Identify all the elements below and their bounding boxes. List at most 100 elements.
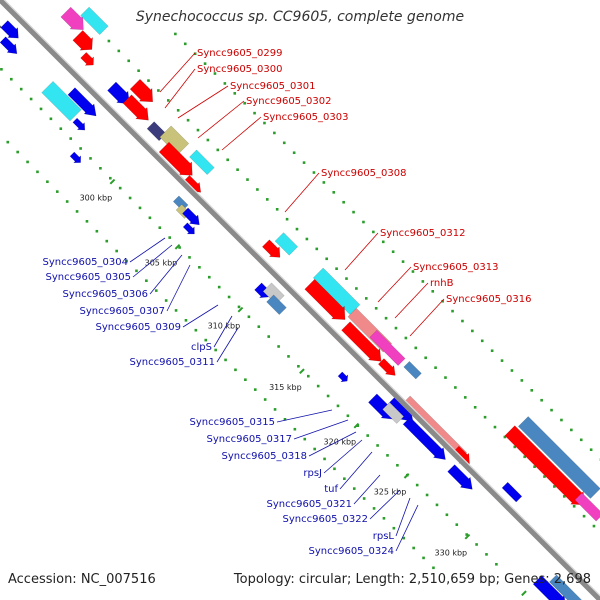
features-layer — [0, 6, 600, 600]
gc-dot — [332, 191, 336, 194]
gene-feature — [41, 80, 82, 122]
gc-dot — [107, 39, 111, 43]
gc-dot — [253, 111, 256, 115]
kbp-tick-label: 320 kbp — [324, 438, 357, 447]
gc-dot — [65, 200, 69, 203]
gc-dot — [263, 121, 266, 125]
gc-dot — [391, 250, 395, 254]
gc-dot — [257, 325, 261, 328]
gc-dot — [510, 369, 514, 372]
kbp-tick-mark — [521, 590, 527, 597]
map-title: Synechococcus sp. CC9605, complete genom… — [135, 9, 465, 25]
gene-label-reverse: rpsJ — [303, 468, 322, 479]
gc-dot — [49, 117, 53, 121]
gc-dot — [434, 366, 437, 369]
leader-line — [149, 254, 183, 295]
gc-dot — [198, 265, 201, 269]
gene-feature — [377, 358, 396, 376]
gc-dot — [214, 348, 217, 352]
gc-dot — [168, 236, 172, 239]
gc-dot — [6, 140, 10, 144]
gene-feature — [402, 416, 446, 460]
leader-line — [377, 266, 412, 303]
gc-dot — [293, 427, 297, 431]
gc-dot — [263, 398, 267, 401]
leader-line — [164, 68, 196, 109]
gc-dot — [322, 181, 326, 184]
gc-dot — [424, 356, 427, 360]
leader-line — [129, 237, 166, 263]
leader-line — [369, 489, 401, 520]
gc-dot — [89, 157, 92, 160]
leader-line — [197, 100, 245, 139]
gc-dot — [415, 483, 419, 487]
gc-dot — [451, 309, 454, 313]
gc-dot — [412, 546, 415, 550]
gc-dot — [117, 49, 121, 53]
gc-dot — [372, 230, 375, 234]
gc-dot — [0, 67, 3, 71]
gc-dot — [533, 465, 536, 468]
gc-dot — [273, 131, 276, 135]
gc-dot — [480, 339, 484, 343]
gc-dot — [465, 533, 468, 536]
gc-dot — [226, 158, 229, 162]
gene-label-forward: Syncc9605_0308 — [321, 168, 407, 179]
gene-feature — [182, 222, 195, 235]
kbp-tick-label: 315 kbp — [269, 383, 302, 392]
gc-dot — [386, 454, 389, 457]
gc-dot — [246, 178, 249, 181]
gc-dot — [206, 138, 210, 142]
gc-dot — [19, 87, 23, 91]
gc-dot — [503, 435, 507, 439]
gc-dot — [342, 200, 345, 204]
gc-dot — [455, 523, 459, 526]
gc-dot — [421, 280, 425, 283]
leader-line — [284, 172, 320, 213]
gc-dot — [336, 404, 340, 408]
gc-dot — [247, 315, 251, 319]
gc-dot — [401, 260, 405, 263]
gc-dot — [29, 97, 33, 101]
leader-line — [339, 451, 373, 490]
gene-feature — [337, 371, 349, 383]
gc-dot — [135, 269, 138, 273]
gc-dot — [432, 566, 435, 570]
gene-label-reverse: Syncc9605_0305 — [46, 272, 132, 283]
gene-feature — [60, 6, 84, 30]
gc-dot — [292, 151, 296, 155]
leader-line — [182, 304, 219, 328]
gene-label-reverse: tuf — [324, 484, 338, 495]
gc-dot — [145, 279, 148, 283]
gc-dot — [475, 543, 478, 546]
gc-dot — [188, 256, 191, 259]
gc-dot — [166, 99, 170, 102]
kbp-tick-mark — [299, 368, 305, 375]
gene-feature — [72, 117, 86, 131]
gene-feature — [403, 360, 422, 380]
gc-dot — [493, 425, 497, 429]
gc-dot — [500, 359, 504, 362]
gc-dot — [95, 229, 99, 233]
leader-line — [177, 85, 229, 119]
gc-dot — [127, 59, 130, 63]
gene-feature — [312, 267, 361, 316]
gc-dot — [303, 437, 307, 441]
gc-dot — [550, 408, 553, 412]
gene-label-reverse: Syncc9605_0322 — [283, 514, 369, 525]
gene-feature — [517, 416, 600, 499]
gene-label-forward: Syncc9605_0316 — [446, 294, 532, 305]
leader-line — [323, 439, 363, 474]
gc-dot — [306, 374, 310, 378]
gc-dot — [570, 428, 573, 432]
gc-dot — [346, 414, 350, 418]
gc-dot — [352, 487, 356, 490]
gc-dot — [287, 355, 290, 358]
kbp-tick-label: 300 kbp — [80, 194, 113, 203]
gc-dot — [431, 290, 435, 293]
gc-dot — [592, 524, 596, 528]
gc-dot — [46, 180, 49, 184]
